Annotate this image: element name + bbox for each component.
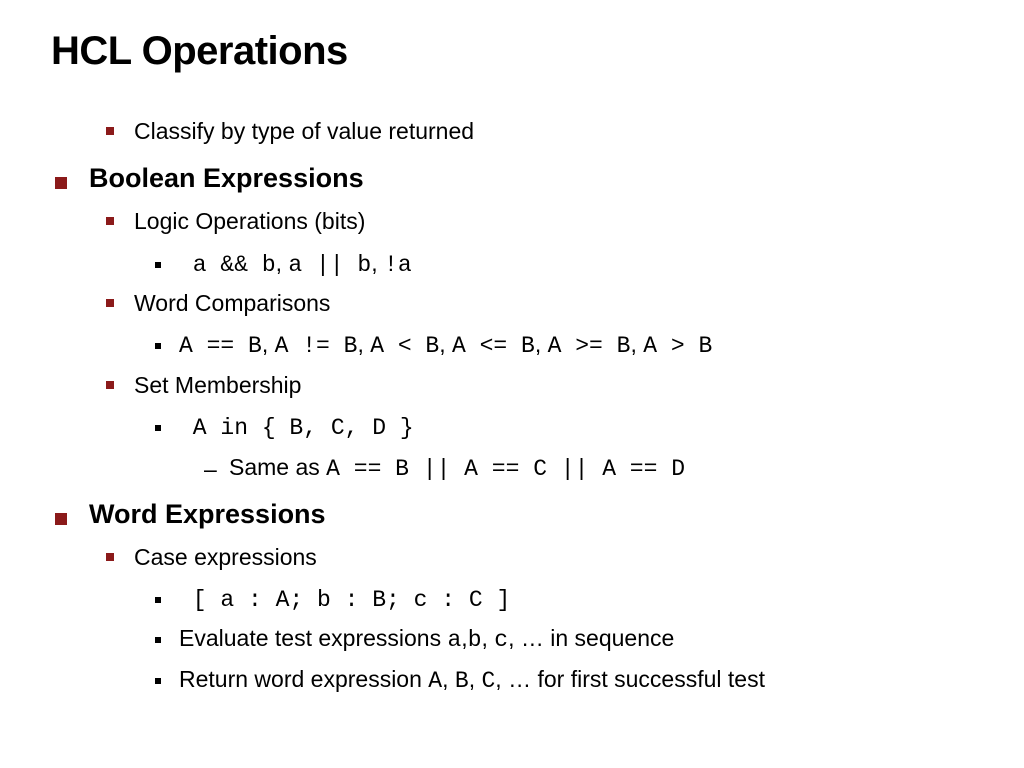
code-text: c xyxy=(494,627,509,653)
code-text: A == B || A == C || A == D xyxy=(326,456,686,482)
bullet-item-level-3: A == B, A != B, A < B, A <= B, A >= B, A… xyxy=(179,331,712,359)
bullet-item-level-1: Boolean Expressions xyxy=(89,163,364,194)
code-text: B xyxy=(454,668,469,694)
bullet-text: Set Membership xyxy=(134,372,302,398)
bullet-text: , xyxy=(275,250,289,276)
bullet-item-level-2: Classify by type of value returned xyxy=(134,118,474,145)
code-text: [ a : A; b : B; c : C ] xyxy=(179,587,511,613)
code-text: A in { B, C, D } xyxy=(179,415,414,441)
bullet-text: Case expressions xyxy=(134,544,317,570)
bullet-item-level-3: Return word expression A, B, C, … for fi… xyxy=(179,666,765,694)
bullet-text: , xyxy=(468,666,482,692)
small-square-bullet-icon xyxy=(155,262,161,268)
code-text: A xyxy=(428,668,443,694)
bullet-item-level-3: A in { B, C, D } xyxy=(179,413,414,441)
small-square-bullet-icon xyxy=(155,637,161,643)
square-bullet-icon xyxy=(55,177,67,189)
code-text: a && b xyxy=(179,252,276,278)
bullet-text: , xyxy=(357,331,371,357)
bullet-text: Classify by type of value returned xyxy=(134,118,475,144)
code-text: !a xyxy=(384,252,412,278)
bullet-text: , xyxy=(534,331,548,357)
bullet-text: , … in sequence xyxy=(508,625,675,651)
code-text: A != B xyxy=(274,333,358,359)
square-bullet-icon xyxy=(106,299,114,307)
small-square-bullet-icon xyxy=(155,678,161,684)
small-square-bullet-icon xyxy=(155,343,161,349)
code-text: b xyxy=(467,627,482,653)
bullet-text: Return word expression xyxy=(179,666,429,692)
bullet-text: Word Expressions xyxy=(89,499,326,529)
bullet-item-level-2: Word Comparisons xyxy=(134,290,330,317)
small-square-bullet-icon xyxy=(155,425,161,431)
bullet-text: , … for first successful test xyxy=(495,666,765,692)
bullet-text: , xyxy=(442,666,455,692)
code-text: A > B xyxy=(643,333,713,359)
code-text: A <= B xyxy=(452,333,535,359)
bullet-text: Word Comparisons xyxy=(134,290,331,316)
code-text: a xyxy=(447,627,462,653)
bullet-text: , xyxy=(481,625,495,651)
square-bullet-icon xyxy=(106,553,114,561)
bullet-text: Logic Operations (bits) xyxy=(134,208,366,234)
bullet-item-level-2: Logic Operations (bits) xyxy=(134,208,365,235)
square-bullet-icon xyxy=(106,381,114,389)
bullet-text: Evaluate test expressions xyxy=(179,625,448,651)
dash-bullet-icon: – xyxy=(204,456,217,482)
bullet-text: Boolean Expressions xyxy=(89,163,364,193)
bullet-item-level-3: [ a : A; b : B; c : C ] xyxy=(179,585,510,613)
bullet-text: , xyxy=(439,331,453,357)
code-text: A >= B xyxy=(547,333,631,359)
bullet-item-level-1: Word Expressions xyxy=(89,499,326,530)
code-text: C xyxy=(481,668,496,694)
bullet-item-level-3: Evaluate test expressions a,b, c, … in s… xyxy=(179,625,674,653)
bullet-item-level-2: Set Membership xyxy=(134,372,301,399)
bullet-text: Same as xyxy=(229,454,327,480)
small-square-bullet-icon xyxy=(155,597,161,603)
code-text: A < B xyxy=(370,333,440,359)
bullet-item-level-2: Case expressions xyxy=(134,544,317,571)
bullet-text: , xyxy=(371,250,385,276)
square-bullet-icon xyxy=(106,127,114,135)
code-text: A == B xyxy=(179,333,262,359)
bullet-item-level-4: Same as A == B || A == C || A == D xyxy=(229,454,685,482)
bullet-item-level-3: a && b, a || b, !a xyxy=(179,250,412,278)
slide-title: HCL Operations xyxy=(51,29,348,73)
code-text: a || b xyxy=(288,252,372,278)
bullet-text: , xyxy=(630,331,644,357)
bullet-text: , xyxy=(461,625,468,651)
bullet-text: , xyxy=(261,331,275,357)
square-bullet-icon xyxy=(106,217,114,225)
square-bullet-icon xyxy=(55,513,67,525)
